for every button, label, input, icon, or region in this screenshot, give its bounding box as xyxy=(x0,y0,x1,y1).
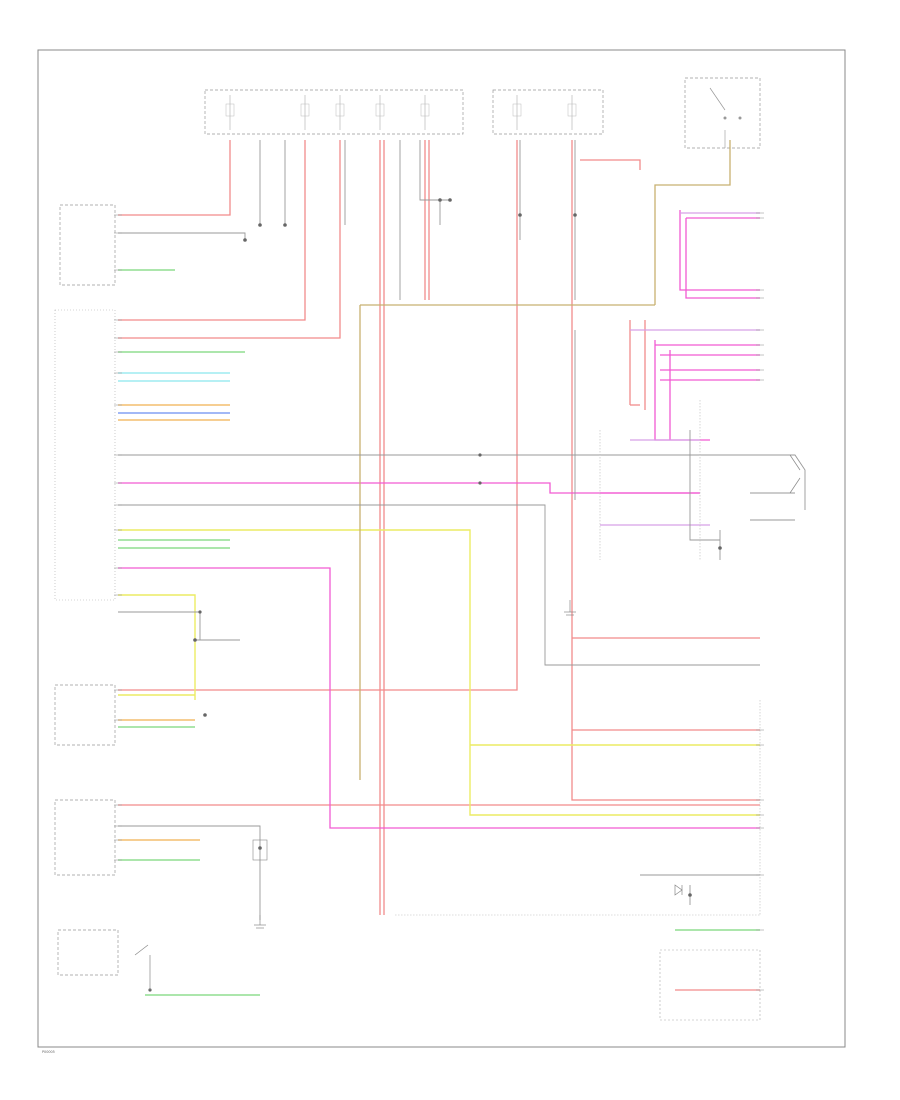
left-module-1 xyxy=(59,204,116,286)
fuse-block-right xyxy=(492,89,604,135)
ignition-switch xyxy=(684,77,761,149)
fuse-block-left xyxy=(204,89,464,135)
left-module-3 xyxy=(54,684,116,746)
gray-wires xyxy=(118,140,806,920)
violet-wires xyxy=(600,212,760,526)
orange-blue-wires xyxy=(118,404,230,841)
resistor-symbol xyxy=(252,839,268,861)
diagram-frame xyxy=(37,49,846,1048)
ground-symbol-2 xyxy=(564,600,576,616)
diode-symbol xyxy=(674,884,683,896)
gray-dashed-wires xyxy=(395,400,761,916)
switch-symbol-ipc xyxy=(134,944,151,990)
left-module-5-ipc xyxy=(57,929,119,976)
footer-code: P00005 xyxy=(42,1050,55,1054)
yellow-wires xyxy=(118,529,760,816)
connector-pins-right xyxy=(756,212,764,991)
left-module-2-bcm xyxy=(54,309,116,601)
right-module-bottom xyxy=(659,949,761,1021)
cyan-wires xyxy=(118,372,230,382)
pink-wires xyxy=(118,210,760,829)
olive-wires xyxy=(359,140,731,780)
connector-pins-left xyxy=(114,214,122,861)
red-wires xyxy=(118,140,760,991)
ground-symbol-1 xyxy=(254,915,266,929)
green-wires xyxy=(118,269,760,996)
switch-symbol-right xyxy=(789,454,801,494)
splice-points xyxy=(148,198,722,992)
left-module-4 xyxy=(54,799,116,876)
